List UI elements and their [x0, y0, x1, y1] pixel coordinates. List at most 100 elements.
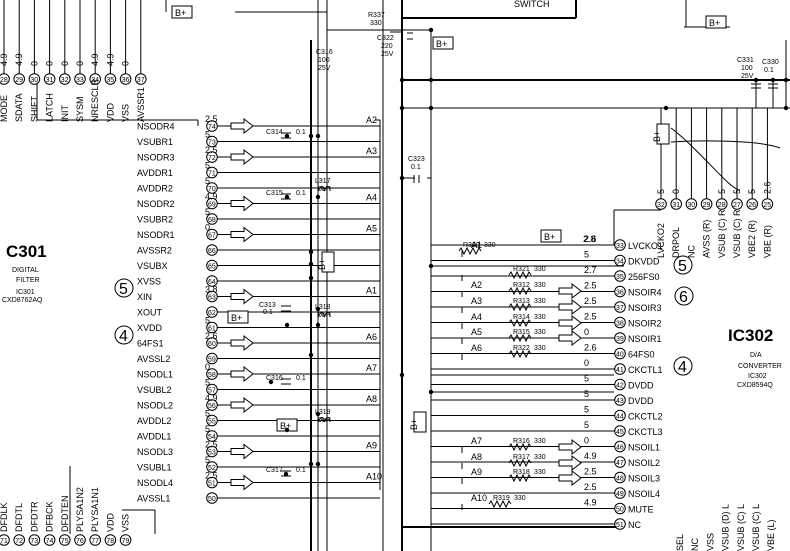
left-pin-circle — [206, 430, 218, 442]
left-pin-number: 60 — [208, 341, 216, 348]
left-pin-voltage: 5 — [205, 455, 210, 465]
junction-dot — [428, 263, 434, 269]
right-chip-part-no: CXD8594Q — [737, 382, 773, 389]
junction-dot — [308, 249, 314, 255]
left-pin-voltage: 0 — [205, 223, 210, 233]
curve-wire — [670, 140, 781, 149]
left-bottom-pin-name: DFBCK — [45, 501, 55, 532]
left-top-pin-number: 33 — [76, 77, 84, 84]
right-pin-number: 40 — [616, 352, 624, 359]
left-chip-name2: FILTER — [16, 277, 40, 284]
left-top-pin-voltage: 4.9 — [14, 53, 24, 66]
right-pin-voltage: 2.5 — [584, 482, 597, 492]
signal-arrow — [230, 334, 254, 352]
right-pin-circle — [614, 378, 626, 391]
right-pin-voltage: 4.9 — [584, 498, 597, 508]
left-chip-part-ref: IC301 — [16, 289, 35, 296]
res-value: 330 — [370, 20, 382, 27]
resistor — [508, 333, 532, 343]
right-pin-voltage: 2.6 — [584, 234, 597, 244]
right-pin-name: 64FS0 — [628, 350, 655, 360]
res-value: 330 — [534, 282, 546, 289]
left-bottom-pin-circle — [59, 534, 71, 546]
right-top-pin-name: LVCKO2 — [656, 223, 666, 258]
cap-plates — [281, 193, 291, 200]
cap-rating: 25V — [381, 51, 394, 58]
net-label: A9 — [471, 467, 482, 477]
signal-arrow — [230, 226, 254, 243]
left-top-pin-name: MODE — [0, 95, 9, 122]
left-pin-number: 58 — [208, 372, 216, 379]
right-pin-circle — [614, 425, 626, 437]
net-label: A5 — [471, 327, 482, 337]
left-pin-name: NSODL2 — [137, 401, 173, 411]
net-label: A5 — [366, 224, 377, 234]
net-label: A6 — [471, 343, 482, 353]
right-top-pin-voltage: 5 — [747, 189, 757, 194]
resistor — [508, 270, 532, 280]
left-pin-number: 74 — [208, 124, 216, 131]
left-bottom-pin-number: 78 — [106, 538, 114, 545]
resistor — [458, 246, 482, 256]
left-top-pin-voltage: 0 — [29, 61, 39, 66]
cap-plates — [281, 132, 291, 139]
resistor — [508, 318, 532, 328]
left-chip-part-no: CXD8762AQ — [2, 297, 43, 304]
junction-dot — [308, 352, 314, 358]
right-pin-number: 33 — [616, 243, 624, 250]
b-plus-label: B+ — [175, 8, 186, 18]
junction-dot — [428, 77, 434, 83]
left-pin-circle — [206, 306, 218, 318]
right-pin-circle — [614, 487, 626, 499]
inductor — [317, 186, 331, 192]
left-top-pin-circle — [119, 73, 132, 85]
right-pin-name: NSOIL1 — [628, 443, 660, 453]
switch-label: SWITCH — [514, 0, 550, 9]
left-pin-name: XVSS — [137, 277, 161, 287]
left-pin-number: 53 — [208, 450, 216, 457]
left-top-pin-circle — [43, 73, 56, 85]
cap-ref: C313 — [259, 302, 276, 309]
right-top-pin-number: 28 — [718, 202, 726, 209]
ind-ref: L317 — [315, 178, 331, 185]
left-pin-name: AVDDR2 — [137, 184, 173, 194]
right-pin-number: 46 — [616, 445, 624, 452]
b-plus-box — [171, 5, 193, 19]
cap-c323 — [413, 175, 420, 183]
right-pin-circle — [614, 347, 626, 360]
left-pin-name: AVSSR2 — [137, 246, 172, 256]
cap-value: 0.1 — [263, 309, 273, 316]
signal-arrow — [230, 396, 254, 414]
right-top-pin-voltage: 5 — [656, 189, 666, 194]
left-pin-number: 71 — [208, 171, 216, 178]
junction-dot — [428, 105, 434, 111]
b-plus-label: B+ — [231, 313, 242, 323]
junction-dot — [315, 133, 321, 139]
signal-arrow — [558, 438, 582, 456]
left-bottom-pin-circle — [119, 534, 132, 546]
left-pin-circle — [206, 213, 218, 225]
b-plus-box — [227, 310, 249, 324]
resistor — [508, 473, 532, 483]
left-pin-circle — [206, 321, 218, 334]
b-plus-box-rotated — [321, 251, 335, 273]
left-pin-number: 70 — [208, 186, 216, 193]
right-top-pin-circle — [655, 198, 667, 210]
left-bottom-pin-circle — [43, 534, 56, 546]
left-top-pin-number: 32 — [61, 77, 69, 84]
ind-value: 0uH — [318, 417, 331, 424]
left-bottom-pin-circle — [89, 534, 101, 546]
left-pin-voltage: 5 — [205, 409, 210, 419]
right-pin-name: NSOIL2 — [628, 458, 660, 468]
left-top-pin-circle — [135, 73, 147, 85]
left-pin-circle — [206, 166, 218, 179]
right-chip-ref: IC302 — [728, 326, 773, 345]
junction-dot — [308, 261, 314, 267]
res-ref: R317 — [513, 454, 530, 461]
right-pin-name: CKCTL3 — [628, 427, 663, 437]
b-plus-box — [705, 15, 727, 29]
parts — [0, 5, 789, 546]
right-pin-circle — [614, 440, 626, 453]
signal-arrow — [558, 298, 582, 316]
signal-arrow — [558, 454, 582, 472]
